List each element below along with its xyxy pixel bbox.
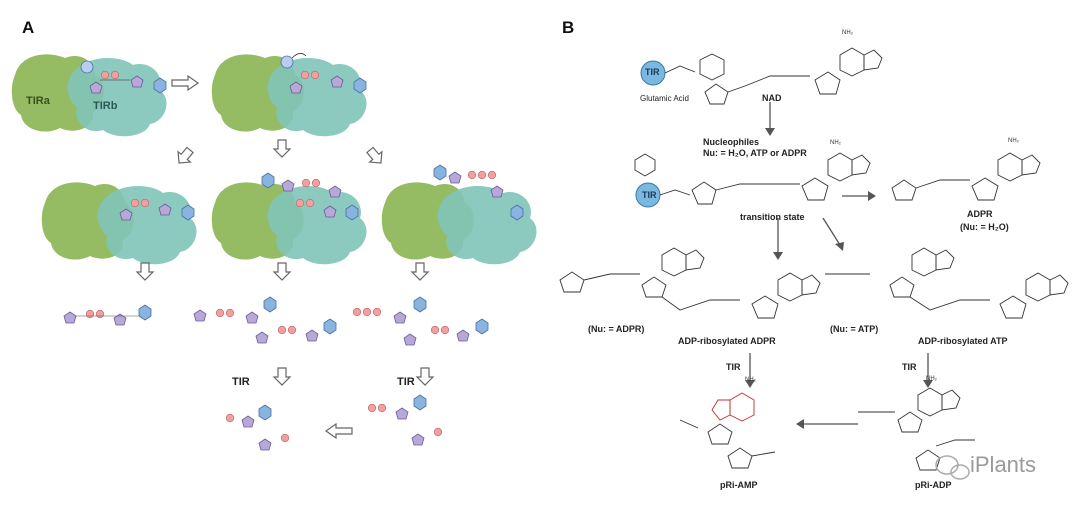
nh2-label-pri-adp: NH₂ (926, 376, 937, 382)
pri-amp-structure (679, 392, 776, 469)
nh2-label-nad: NH₂ (842, 30, 853, 36)
panel-b: B (540, 0, 1080, 513)
product-pri-amp-a (225, 404, 290, 451)
nad-structure (664, 47, 883, 105)
nh2-label-pri-amp: NH₂ (745, 377, 756, 383)
adp-ribosylated-atp-structure (825, 247, 1069, 319)
nu-adpr-label: (Nu: = ADPR) (588, 324, 645, 334)
watermark-text: iPlants (970, 452, 1037, 477)
tir-step-label-2: TIR (397, 376, 415, 388)
product-right (352, 296, 489, 346)
panel-a-label: A (22, 18, 35, 37)
product-center (193, 296, 337, 344)
arrow-down-left (172, 144, 197, 169)
tira-label: TIRa (26, 95, 50, 107)
complex-row2-right (381, 182, 537, 265)
arrow-right-row1 (171, 74, 200, 92)
adpr-structure (891, 152, 1041, 201)
tirb-label: TIRb (93, 100, 118, 112)
nh2-label-adpr: NH₂ (1008, 138, 1019, 144)
panel-b-label: B (562, 18, 575, 37)
complex-row2-left (41, 182, 197, 265)
complex-row2-center (211, 182, 367, 265)
tir-step-label-1: TIR (232, 376, 250, 388)
adpr-label: ADPR (967, 209, 993, 219)
pri-adp-structure (858, 387, 975, 471)
transition-state-structure (634, 152, 871, 205)
panel-a-drawing (11, 53, 537, 451)
nad-label: NAD (762, 93, 782, 103)
tir-step-right-label: TIR (902, 362, 917, 372)
pri-adp-label: pRi-ADP (915, 480, 952, 490)
arrow-down-center (273, 139, 291, 158)
adp-ribosylated-adpr-label: ADP-ribosylated ADPR (678, 336, 776, 346)
tir-label-transition: TIR (642, 190, 657, 200)
pri-amp-label: pRi-AMP (720, 480, 758, 490)
arrow-down-right (363, 144, 388, 169)
nu-options-label: Nu: = H₂O, ATP or ADPR (703, 148, 807, 158)
nh2-label-transition: NH₂ (830, 140, 841, 146)
glutamic-acid-label: Glutamic Acid (640, 94, 689, 103)
transition-state-label: transition state (740, 212, 805, 222)
panel-a: A (11, 18, 537, 451)
tir-label-top: TIR (645, 67, 660, 77)
watermark-icon (935, 455, 970, 480)
adp-ribosylated-atp-label: ADP-ribosylated ATP (918, 336, 1008, 346)
nu-atp-label: (Nu: = ATP) (830, 324, 879, 334)
nu-h2o-label: (Nu: = H₂O) (960, 222, 1009, 232)
product-left (63, 304, 152, 326)
product-pri-adp-a (367, 394, 443, 446)
panel-b-drawing (559, 47, 1069, 480)
nucleophiles-label: Nucleophiles (703, 137, 760, 147)
adp-ribosylated-adpr-structure (559, 247, 821, 319)
arrow-left-row4 (324, 422, 353, 440)
tir-step-left-label: TIR (726, 362, 741, 372)
